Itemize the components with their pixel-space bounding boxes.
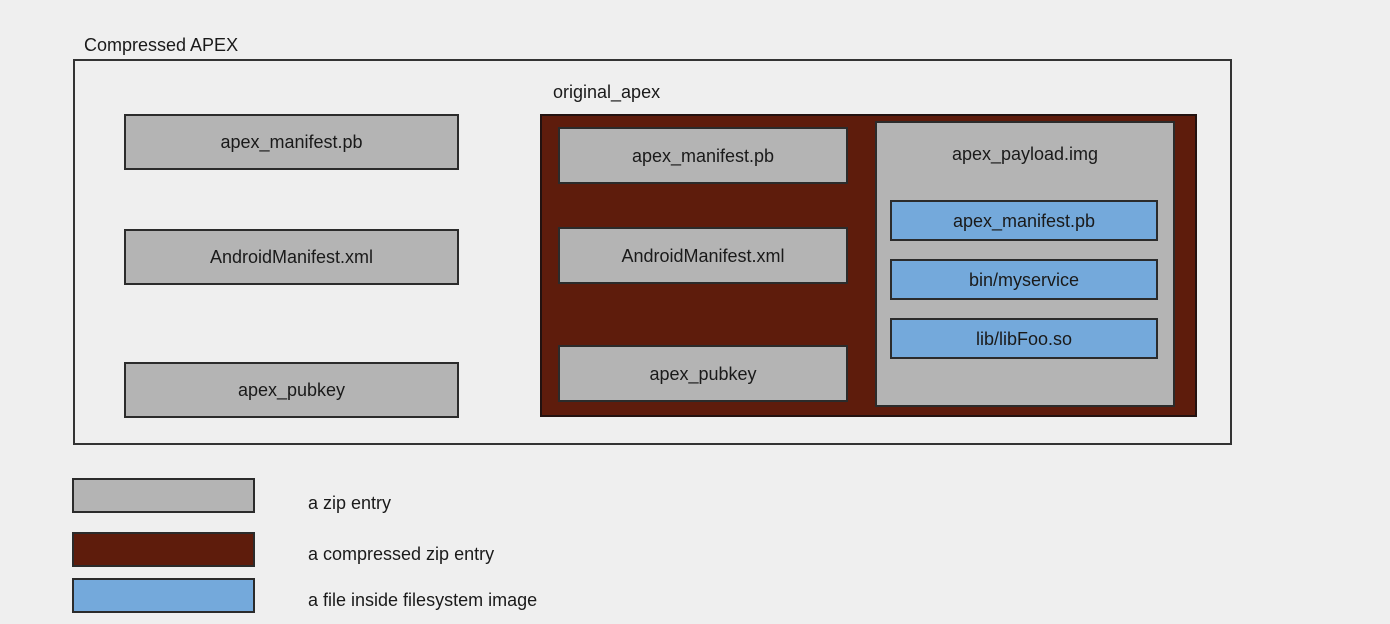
inner-zip-entry-androidmanifest-xml: AndroidManifest.xml xyxy=(558,227,848,284)
fs-file-label: apex_manifest.pb xyxy=(952,210,1096,231)
zip-entry-label: AndroidManifest.xml xyxy=(209,247,374,267)
legend-label-filesystem-file: a file inside filesystem image xyxy=(308,590,538,610)
zip-entry-apex-manifest-pb: apex_manifest.pb xyxy=(124,114,459,170)
fs-file-label: lib/libFoo.so xyxy=(975,328,1073,349)
fs-file-label: bin/myservice xyxy=(968,269,1080,290)
zip-entry-label: apex_pubkey xyxy=(237,380,346,400)
zip-entry-label: apex_manifest.pb xyxy=(631,145,775,166)
fs-file-bin-myservice: bin/myservice xyxy=(890,259,1158,300)
legend-label-compressed-zip-entry: a compressed zip entry xyxy=(308,544,495,564)
legend-swatch-zip-entry xyxy=(72,478,255,513)
zip-entry-apex-pubkey: apex_pubkey xyxy=(124,362,459,418)
original-apex-label: original_apex xyxy=(553,82,661,102)
zip-entry-label: AndroidManifest.xml xyxy=(621,245,785,266)
legend-swatch-filesystem-file xyxy=(72,578,255,613)
zip-entry-androidmanifest-xml: AndroidManifest.xml xyxy=(124,229,459,285)
inner-zip-entry-apex-manifest-pb: apex_manifest.pb xyxy=(558,127,848,184)
inner-zip-entry-apex-pubkey: apex_pubkey xyxy=(558,345,848,402)
apex-payload-img-title: apex_payload.img xyxy=(951,144,1099,164)
legend-swatch-compressed-zip-entry xyxy=(72,532,255,567)
compressed-apex-label: Compressed APEX xyxy=(84,35,239,55)
fs-file-lib-libfoo-so: lib/libFoo.so xyxy=(890,318,1158,359)
fs-file-apex-manifest-pb: apex_manifest.pb xyxy=(890,200,1158,241)
zip-entry-label: apex_manifest.pb xyxy=(220,132,363,152)
zip-entry-label: apex_pubkey xyxy=(649,363,757,384)
legend-label-zip-entry: a zip entry xyxy=(308,493,392,513)
